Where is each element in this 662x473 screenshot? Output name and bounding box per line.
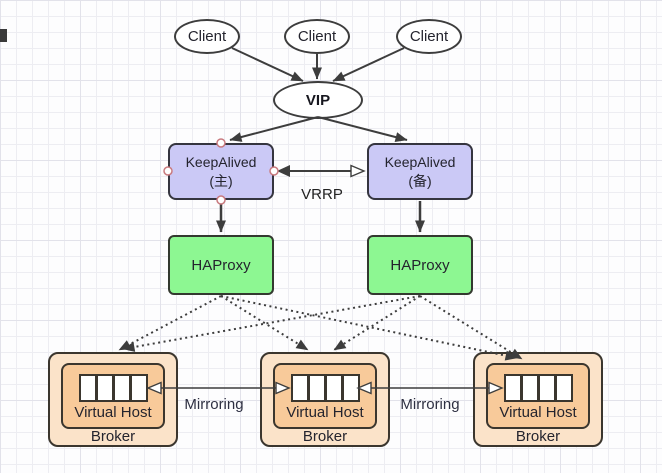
virtual-host-label: Virtual Host [74,404,152,421]
client-node-1[interactable]: Client [174,19,240,54]
keepalived-backup-label: KeepAlived (备) [385,153,456,191]
broker-node-1[interactable]: Virtual Host Broker [48,352,178,447]
queue-icon [503,374,573,402]
queue-cell [292,376,307,400]
queue-cell [556,376,571,400]
vip-node[interactable]: VIP [273,81,363,119]
haproxy-label: HAProxy [390,256,450,274]
edge-haproxy2-broker1[interactable] [122,295,421,352]
queue-cell [114,376,129,400]
keepalived-role: (主) [209,172,233,189]
broker-label: Broker [302,428,348,445]
virtual-host-box[interactable]: Virtual Host [486,363,590,429]
queue-cell [97,376,112,400]
mirroring-edge-label-left[interactable]: Mirroring [184,396,244,413]
queue-cell [505,376,520,400]
queue-cell [343,376,358,400]
haproxy-right-node[interactable]: HAProxy [367,235,473,295]
broker-node-2[interactable]: Virtual Host Broker [260,352,390,447]
queue-cell [131,376,146,400]
canvas-edge-artifact [0,29,7,42]
edge-vip-keepalived-backup[interactable] [317,116,408,142]
queue-cell [309,376,324,400]
client-node-3[interactable]: Client [396,19,462,54]
edge-haproxy1-broker1[interactable] [118,295,222,351]
queue-icon [78,374,148,402]
keepalived-master-label: KeepAlived (主) [186,153,257,191]
broker-node-3[interactable]: Virtual Host Broker [473,352,603,447]
broker-label: Broker [90,428,136,445]
keepalived-master-node[interactable]: KeepAlived (主) [168,143,274,200]
edge-vip-keepalived-master[interactable] [229,116,319,142]
edge-haproxy1-broker3[interactable] [220,295,518,361]
virtual-host-box[interactable]: Virtual Host [61,363,165,429]
edge-vrrp[interactable] [277,164,366,178]
keepalived-name: KeepAlived [185,153,257,170]
edge-client3-vip[interactable] [332,47,405,82]
virtual-host-label: Virtual Host [286,404,364,421]
keepalived-name: KeepAlived [384,153,456,170]
queue-cell [539,376,554,400]
virtual-host-label: Virtual Host [499,404,577,421]
client-node-2[interactable]: Client [284,19,350,54]
client-label: Client [297,28,337,45]
keepalived-role: (备) [408,172,432,189]
client-label: Client [409,28,449,45]
vrrp-edge-label[interactable]: VRRP [301,186,343,203]
queue-cell [326,376,341,400]
virtual-host-box[interactable]: Virtual Host [273,363,377,429]
queue-cell [522,376,537,400]
broker-label: Broker [515,428,561,445]
queue-cell [80,376,95,400]
vip-label: VIP [305,91,331,109]
haproxy-label: HAProxy [191,256,251,274]
edge-haproxy1-broker2[interactable] [220,295,309,351]
mirroring-edge-label-right[interactable]: Mirroring [400,396,460,413]
keepalived-backup-node[interactable]: KeepAlived (备) [367,143,473,200]
queue-icon [290,374,360,402]
edge-haproxy2-broker3[interactable] [419,295,523,360]
haproxy-left-node[interactable]: HAProxy [168,235,274,295]
client-label: Client [187,28,227,45]
edge-client1-vip[interactable] [231,47,304,82]
edge-haproxy2-broker2[interactable] [333,295,421,351]
